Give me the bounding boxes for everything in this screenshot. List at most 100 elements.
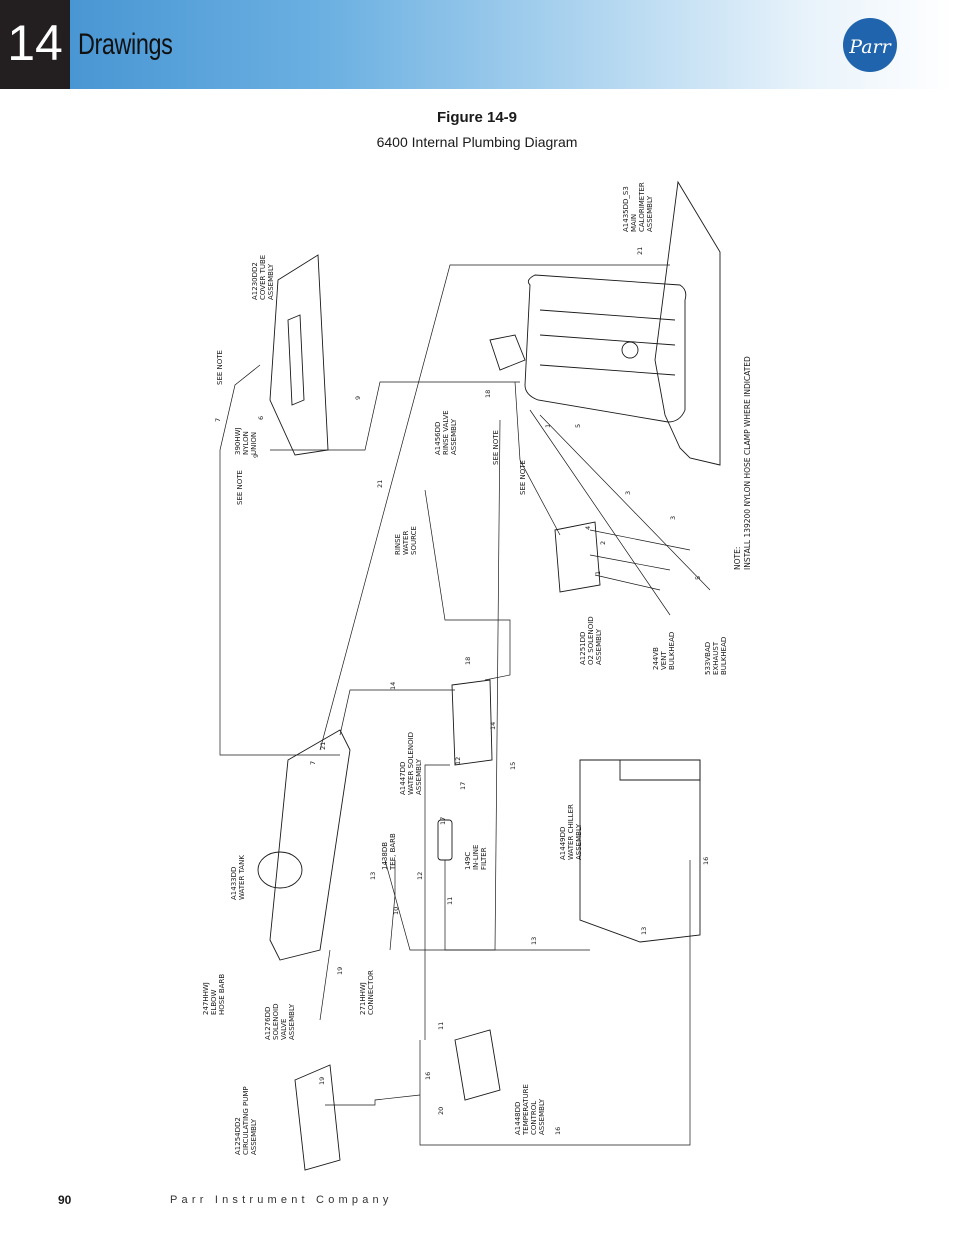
svg-text:SOLENOID: SOLENOID (272, 1004, 280, 1040)
calorimeter-plate (654, 180, 721, 466)
label-in-line-filter: 149C IN-LINE FILTER (464, 845, 488, 870)
water-chiller-body (579, 759, 701, 943)
chapter-number-box: 14 (0, 0, 70, 89)
svg-text:271HHWJ: 271HHWJ (359, 982, 367, 1015)
svg-text:MAIN: MAIN (630, 214, 638, 232)
svg-text:ASSEMBLY: ASSEMBLY (538, 1098, 546, 1135)
svg-text:19: 19 (318, 1077, 326, 1085)
svg-text:A1456DD: A1456DD (434, 422, 442, 455)
temperature-control-body (454, 1029, 501, 1101)
svg-text:16: 16 (554, 1127, 562, 1135)
svg-text:10: 10 (392, 907, 400, 915)
svg-text:17: 17 (459, 782, 467, 790)
svg-text:SEE NOTE: SEE NOTE (236, 470, 244, 505)
svg-text:RINSE: RINSE (394, 534, 402, 555)
label-water-tank: A1433DD WATER TANK (230, 855, 246, 900)
label-elbow-barb: 247HHWJ ELBOW HOSE BARB (202, 974, 226, 1015)
svg-text:13: 13 (640, 927, 648, 935)
svg-text:BULKHEAD: BULKHEAD (668, 632, 676, 670)
label-cover-tube: A1230DD2 COVER TUBE ASSEMBLY (251, 255, 275, 300)
svg-text:ASSEMBLY: ASSEMBLY (415, 758, 423, 795)
svg-text:3: 3 (624, 491, 632, 495)
label-temperature-control: A1448DD TEMPERATURE CONTROL ASSEMBLY (514, 1084, 546, 1136)
water-tank-body (269, 729, 351, 961)
svg-text:O2 SOLENOID: O2 SOLENOID (587, 616, 595, 665)
label-nylon-union: 390HWJ NYLON UNION (234, 427, 258, 455)
svg-text:7: 7 (309, 761, 317, 765)
svg-text:533VBAD: 533VBAD (704, 642, 712, 675)
svg-text:1438DB: 1438DB (381, 842, 389, 870)
svg-text:EXHAUST: EXHAUST (712, 641, 720, 675)
svg-text:15: 15 (509, 762, 517, 770)
label-water-chiller: A1449DD WATER CHILLER ASSEMBLY (559, 804, 583, 860)
svg-text:244VB: 244VB (652, 647, 660, 670)
svg-text:NYLON: NYLON (242, 431, 250, 455)
svg-text:SOURCE: SOURCE (410, 526, 418, 555)
svg-text:IN-LINE: IN-LINE (472, 845, 480, 870)
svg-text:ASSEMBLY: ASSEMBLY (575, 823, 583, 860)
svg-text:18: 18 (464, 657, 472, 665)
logo-text: Parr (848, 36, 892, 58)
svg-text:16: 16 (702, 857, 710, 865)
svg-text:WATER TANK: WATER TANK (238, 855, 246, 900)
svg-text:A1447DD: A1447DD (399, 762, 407, 795)
svg-text:ASSEMBLY: ASSEMBLY (646, 195, 654, 232)
label-see-note-top: SEE NOTE (216, 350, 224, 385)
svg-text:3: 3 (669, 516, 677, 520)
svg-text:A1230DD2: A1230DD2 (251, 262, 259, 300)
svg-text:11: 11 (437, 1022, 445, 1030)
svg-text:SEE NOTE: SEE NOTE (216, 350, 224, 385)
svg-text:247HHWJ: 247HHWJ (202, 982, 210, 1015)
label-tee-barb: 1438DB TEE, BARB (381, 833, 397, 871)
cover-tube-plate (269, 254, 329, 456)
water-tank-cap (257, 851, 303, 889)
svg-text:CIRCULATING PUMP: CIRCULATING PUMP (242, 1086, 250, 1155)
svg-text:TEMPERATURE: TEMPERATURE (522, 1084, 530, 1136)
calorimeter-head (489, 334, 526, 371)
label-see-note-mid1: SEE NOTE (492, 430, 500, 465)
svg-text:COVER TUBE: COVER TUBE (259, 255, 267, 300)
page-number: 90 (58, 1193, 72, 1207)
svg-text:9: 9 (354, 396, 362, 400)
svg-text:CONTROL: CONTROL (530, 1101, 538, 1135)
label-connector: 271HHWJ CONNECTOR (359, 970, 375, 1015)
label-vent-bulkhead: 244VB VENT BULKHEAD (652, 632, 676, 670)
svg-text:WATER: WATER (402, 531, 410, 555)
svg-text:2: 2 (599, 541, 607, 545)
chapter-number: 14 (7, 15, 63, 71)
svg-text:WATER CHILLER: WATER CHILLER (567, 804, 575, 860)
svg-text:VENT: VENT (660, 651, 668, 670)
svg-text:16: 16 (424, 1072, 432, 1080)
tubing-lines (219, 264, 711, 1146)
svg-text:12: 12 (454, 757, 462, 765)
o2-solenoid-body (554, 521, 601, 593)
svg-text:ASSEMBLY: ASSEMBLY (250, 1118, 258, 1155)
footer-company: Parr Instrument Company (170, 1194, 393, 1206)
header-bar (0, 0, 954, 89)
svg-text:21: 21 (636, 247, 644, 255)
svg-text:A1448DD: A1448DD (514, 1102, 522, 1135)
svg-text:18: 18 (484, 390, 492, 398)
svg-text:6: 6 (257, 416, 265, 420)
svg-text:CONNECTOR: CONNECTOR (367, 970, 375, 1015)
label-note: NOTE: INSTALL 139200 NYLON HOSE CLAMP WH… (733, 356, 752, 570)
svg-text:20: 20 (437, 1107, 445, 1115)
circulating-pump-body (294, 1064, 341, 1171)
svg-text:11: 11 (446, 897, 454, 905)
label-water-solenoid: A1447DD WATER SOLENOID ASSEMBLY (399, 732, 423, 795)
svg-text:VALVE: VALVE (280, 1019, 288, 1040)
svg-text:21: 21 (319, 742, 327, 750)
svg-text:TEE, BARB: TEE, BARB (389, 833, 397, 871)
svg-text:ASSEMBLY: ASSEMBLY (267, 263, 275, 300)
svg-text:19: 19 (336, 967, 344, 975)
figure-label: Figure 14-9 (436, 109, 518, 126)
svg-text:RINSE VALVE: RINSE VALVE (442, 410, 450, 455)
svg-text:INSTALL 139200 NYLON HOSE CLAM: INSTALL 139200 NYLON HOSE CLAMP WHERE IN… (743, 356, 752, 570)
svg-text:12: 12 (416, 872, 424, 880)
svg-text:ASSEMBLY: ASSEMBLY (450, 418, 458, 455)
svg-text:13: 13 (530, 937, 538, 945)
label-see-note-left: SEE NOTE (236, 470, 244, 505)
svg-text:NOTE:: NOTE: (733, 547, 742, 570)
svg-text:BULKHEAD: BULKHEAD (720, 637, 728, 675)
calorimeter-body (524, 274, 687, 423)
